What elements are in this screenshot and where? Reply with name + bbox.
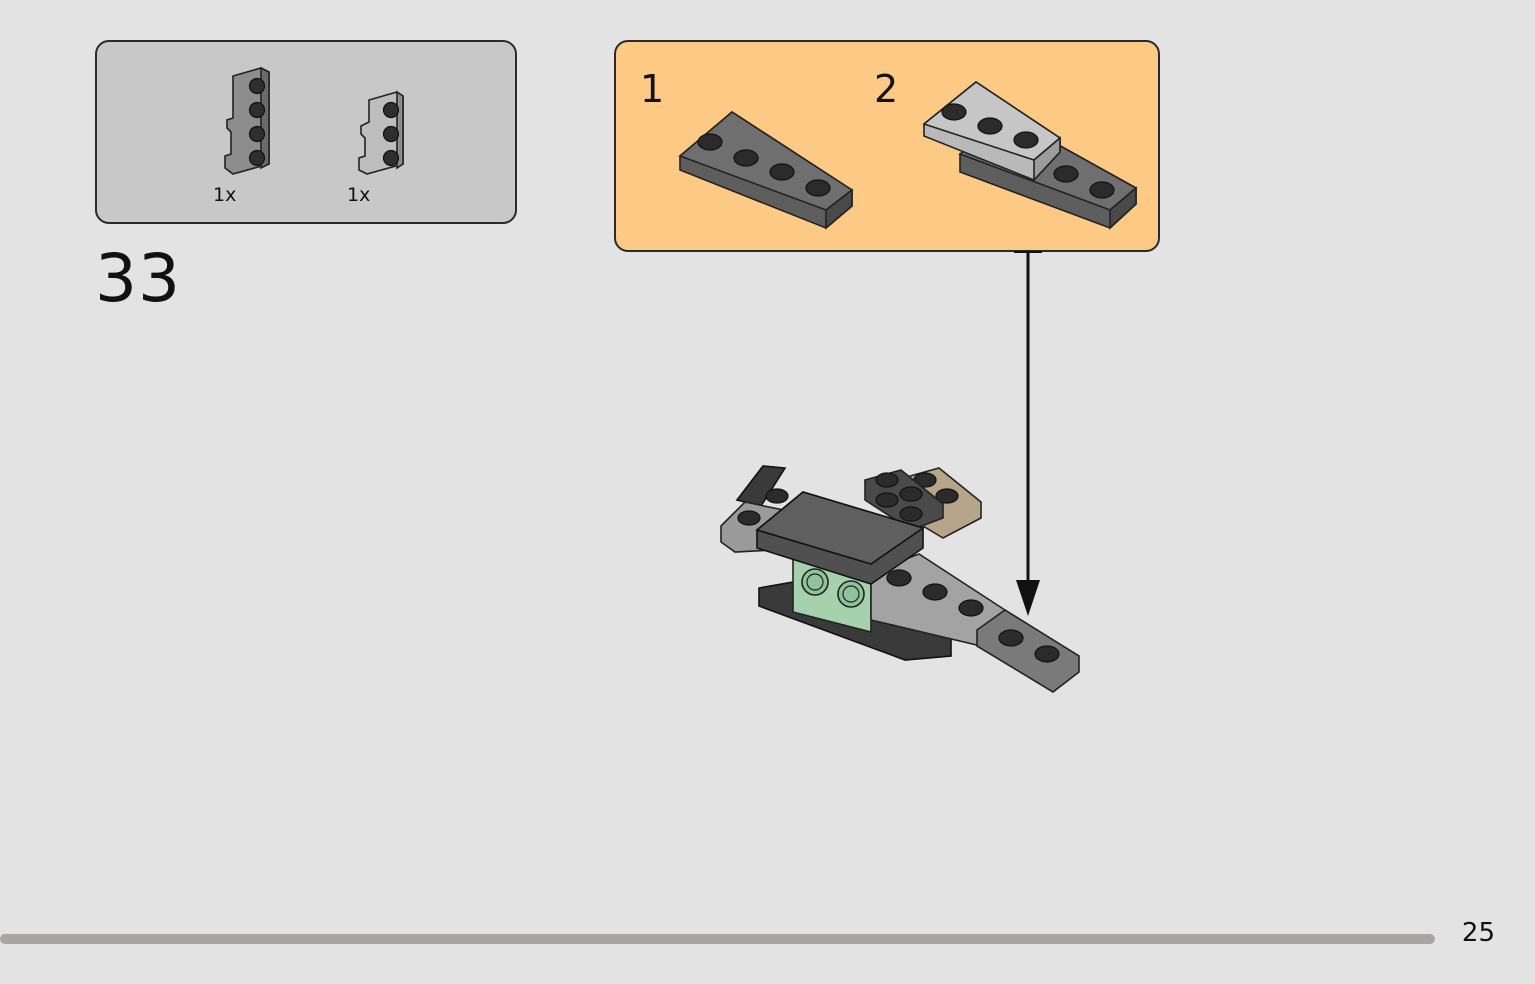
part-quantity: 1x bbox=[213, 184, 237, 206]
sub-step-1-wing-plate bbox=[678, 111, 854, 230]
model-assembly-illustration bbox=[720, 465, 1080, 693]
down-arrow-icon bbox=[1014, 251, 1042, 616]
parts-list-box: 1x 1x bbox=[95, 40, 517, 224]
progress-bar bbox=[0, 934, 1435, 944]
sub-step-2-wing-assembly bbox=[922, 81, 1138, 230]
wing-plate-dark-grey-icon bbox=[224, 66, 270, 175]
step-number: 33 bbox=[95, 240, 181, 317]
page-number: 25 bbox=[1461, 918, 1495, 948]
sub-assembly-box: 1 2 bbox=[614, 40, 1160, 252]
wing-plate-light-grey-icon bbox=[358, 90, 404, 175]
sub-step-number: 1 bbox=[640, 67, 665, 111]
part-quantity: 1x bbox=[347, 184, 371, 206]
sub-step-number: 2 bbox=[874, 67, 899, 111]
